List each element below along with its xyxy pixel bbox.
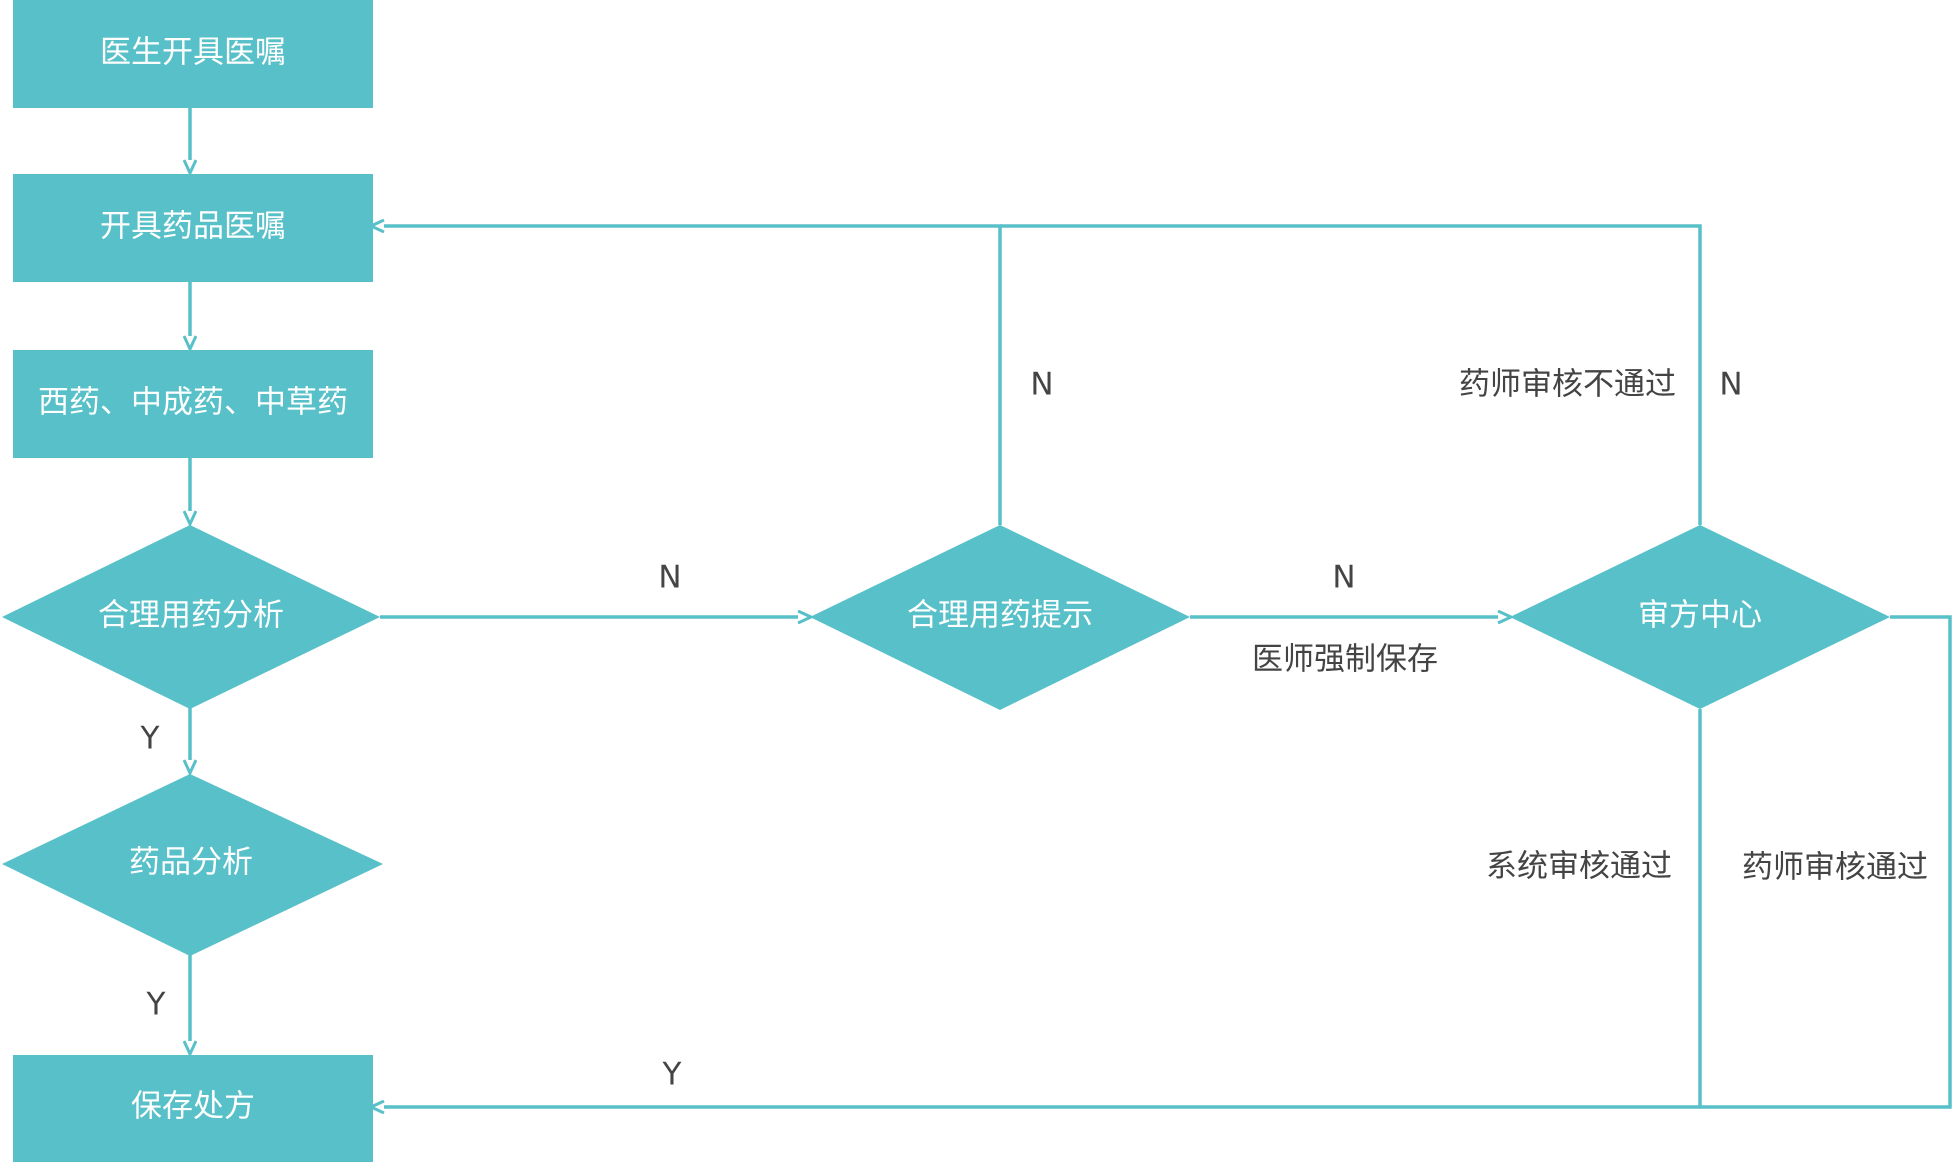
node-doctor-order-box[interactable] (13, 0, 373, 108)
label-system-pass: 系统审核通过 (1486, 849, 1672, 885)
node-drug-analysis: 药品分析 (129, 845, 253, 881)
edge-system-pass-to-save (372, 709, 1702, 1107)
node-rational-hint: 合理用药提示 (907, 598, 1093, 634)
node-drug-analysis-diamond[interactable] (2, 774, 383, 956)
edges (190, 108, 1952, 1109)
node-review-center-diamond[interactable] (1510, 525, 1890, 709)
label-y-rational-to-drug: Y (140, 721, 160, 757)
label-n-hint-back: N (1030, 367, 1053, 403)
node-medicine-types-box[interactable] (13, 350, 373, 458)
edge-hint-back-to-drug (372, 226, 1002, 525)
node-doctor-order: 医生开具医嘱 (100, 35, 286, 71)
node-rational-hint-diamond[interactable] (810, 525, 1190, 710)
node-save-prescription-box[interactable] (13, 1055, 373, 1162)
node-review-center: 审方中心 (1638, 598, 1762, 634)
node-drug-order-box[interactable] (13, 174, 373, 282)
label-n-rational-to-hint: N (658, 560, 681, 596)
edge-pharmacist-pass-to-save (1700, 615, 1952, 1109)
label-pharmacist-reject: 药师审核不通过 (1459, 367, 1676, 403)
label-n-hint-to-review: N (1332, 560, 1355, 596)
node-rational-analysis-diamond[interactable] (2, 525, 380, 709)
label-y-to-save: Y (662, 1057, 682, 1093)
edge-labels: Y Y N N 医师强制保存 N 药师审核不通过 N 系统审核通过 药师审核通过… (140, 367, 1928, 1093)
node-drug-order: 开具药品医嘱 (100, 209, 286, 245)
nodes: 医生开具医嘱 开具药品医嘱 西药、中成药、中草药 合理用药分析 药品分析 保存处… (2, 0, 1890, 1162)
label-doctor-force-save: 医师强制保存 (1252, 642, 1438, 678)
label-y-drug-to-save: Y (146, 987, 166, 1023)
label-pharmacist-pass: 药师审核通过 (1742, 850, 1928, 886)
node-medicine-types: 西药、中成药、中草药 (38, 385, 348, 421)
node-save-prescription: 保存处方 (131, 1089, 255, 1125)
label-n-review-back: N (1719, 367, 1742, 403)
node-rational-analysis: 合理用药分析 (98, 598, 284, 634)
edge-review-back-to-drug (1000, 224, 1702, 525)
